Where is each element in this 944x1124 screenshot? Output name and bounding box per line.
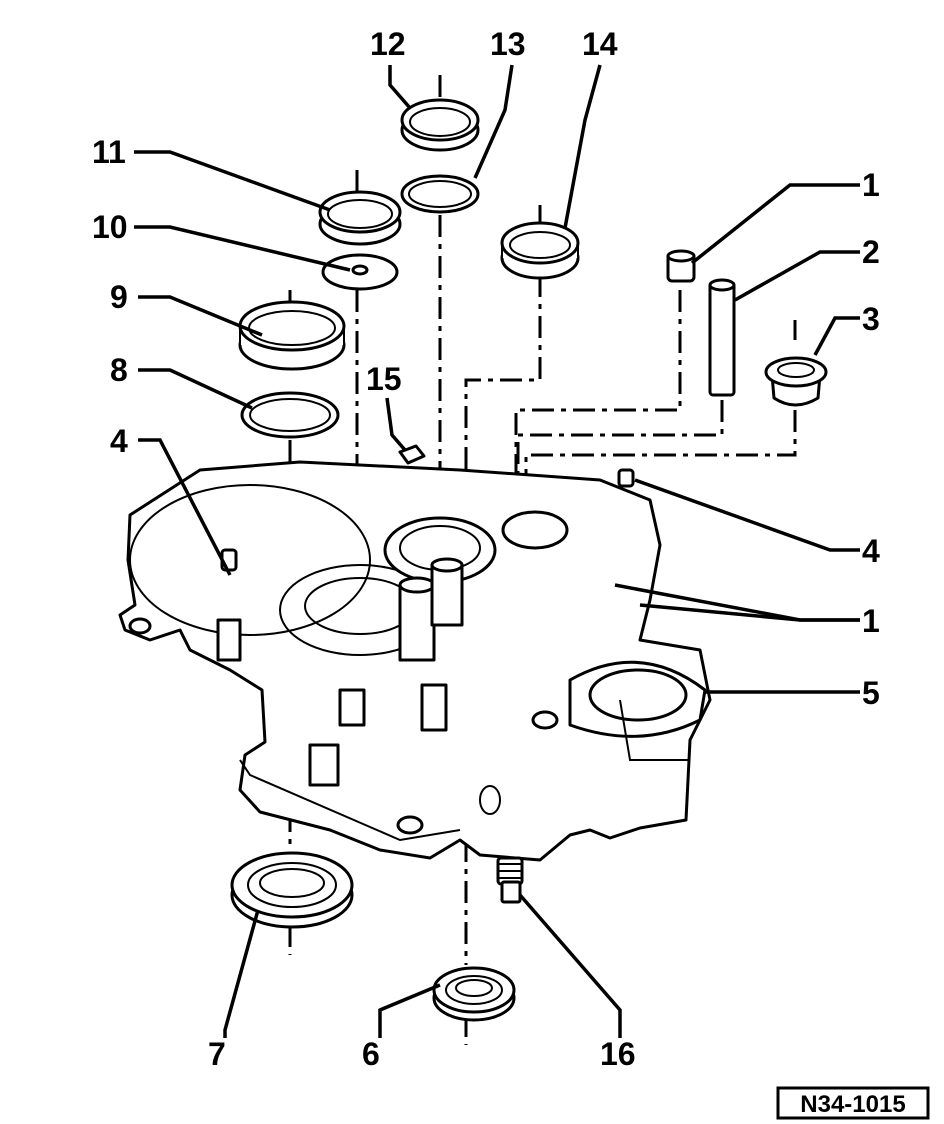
callout-13: 13 [490,26,526,62]
callout-2: 2 [862,234,880,270]
callout-labels: 12 13 14 11 10 9 8 15 4 1 2 3 4 1 5 7 6 … [92,26,880,1072]
dowel-4-right [617,468,635,488]
pin-2 [708,278,736,397]
plug-16 [496,856,524,904]
washer-10 [321,253,399,291]
callout-14: 14 [582,26,618,62]
callout-16: 16 [600,1036,636,1072]
callout-4-right: 4 [862,533,880,569]
reference-code-box: N34-1015 [776,1086,930,1120]
ring-12 [400,98,480,152]
leader-lines [134,64,860,1038]
callout-1-top: 1 [862,167,880,203]
seal-8 [240,391,340,439]
reference-code: N34-1015 [800,1091,905,1118]
callout-9: 9 [110,279,128,315]
callout-7: 7 [208,1036,226,1072]
callout-4-left: 4 [110,423,128,459]
seal-13 [400,174,480,214]
callout-3: 3 [862,301,880,337]
oil-seal-6 [432,966,516,1022]
ring-11 [318,190,402,246]
gearbox-housing [118,460,712,862]
callout-5: 5 [862,675,880,711]
callout-12: 12 [370,26,406,62]
oil-seal-7 [230,851,354,929]
callout-11: 11 [92,134,126,170]
callout-10: 10 [92,209,128,245]
ring-14 [500,221,580,280]
part-15 [398,444,426,465]
callout-8: 8 [110,352,128,388]
ring-9 [238,300,346,371]
callout-6: 6 [362,1036,380,1072]
callout-1-bottom: 1 [862,603,880,639]
callout-15: 15 [366,361,402,397]
seal-3 [764,356,828,407]
bush-1 [666,249,696,283]
